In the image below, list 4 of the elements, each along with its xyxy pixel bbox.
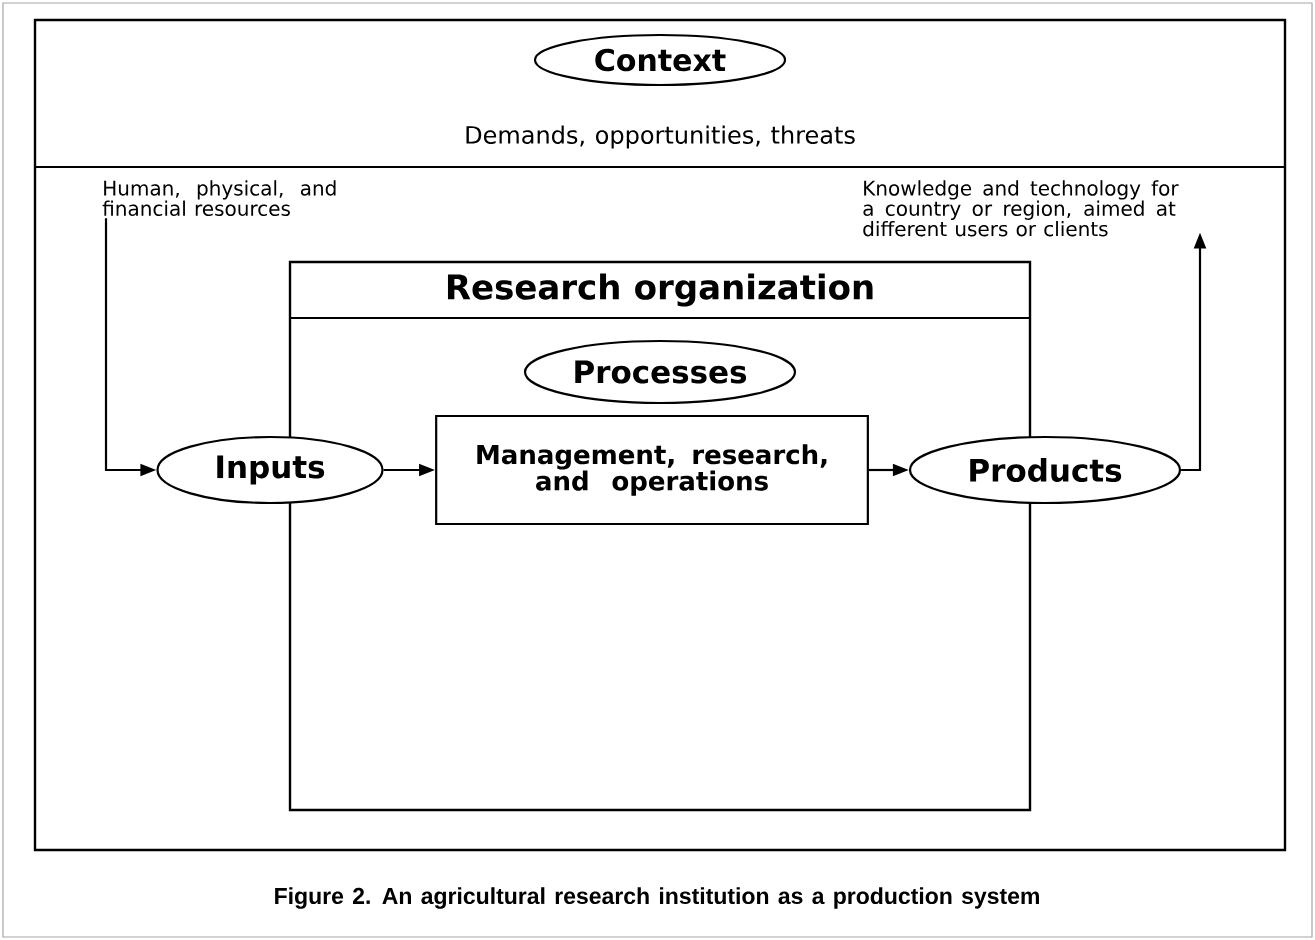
resource-text: Human, physical, and financial resources bbox=[102, 180, 336, 217]
output-text: Knowledge and technology for a country or region, aimed at different users or clients bbox=[863, 180, 1179, 237]
caption: Figure 2. An agricultural research institution as a production system bbox=[275, 887, 1039, 909]
process-box: Management, research, and operations bbox=[435, 414, 869, 526]
